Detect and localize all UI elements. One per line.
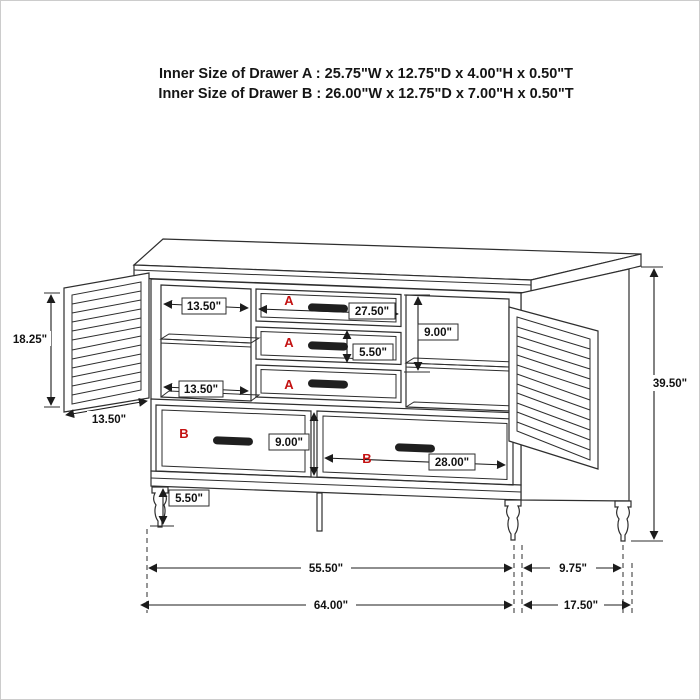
drawer-a2-handle (308, 341, 348, 351)
dim-left-shelf-top: 13.50" (163, 297, 249, 315)
left-shelf-front (160, 338, 252, 348)
dim-drawer-a-spacing: 5.50" (342, 330, 394, 363)
dim-label-left-shelf-bottom: 13.50" (184, 384, 218, 396)
drawer-b2-letter: B (362, 451, 371, 466)
top-molding-line (133, 269, 532, 286)
dim-drawer-b-height: 9.00" (268, 412, 319, 476)
drawer-letters: A A A B B (179, 293, 371, 466)
right-door-panel (508, 306, 599, 470)
rear-right-leg (614, 500, 632, 542)
dim-label-drawer-b-height: 9.00" (275, 437, 303, 449)
right-louvered-door (508, 306, 599, 470)
drawer-a3-handle (308, 379, 348, 389)
left-louvered-door (63, 272, 150, 413)
dim-overall-width: 64.00" (140, 597, 513, 613)
dim-label-upper-drawers-height: 9.00" (424, 327, 452, 339)
dim-door-width: 13.50" (65, 397, 148, 426)
left-door-louvers (71, 290, 142, 396)
right-door-louvers (516, 326, 591, 451)
center-support-leg (316, 492, 323, 532)
drawer-b2-handle (395, 443, 435, 453)
dim-drawer-a-width: 27.50" (258, 302, 399, 320)
dim-label-leg-height: 5.50" (175, 493, 203, 505)
dim-door-height: 18.25" (9, 292, 60, 408)
header-line-1: Inner Size of Drawer A : 25.75"W x 12.75… (159, 66, 573, 82)
drawer-a1-letter: A (284, 293, 294, 308)
base-molding-line (150, 477, 522, 493)
dim-label-door-width: 13.50" (92, 414, 126, 426)
dim-overall-depth: 17.50" (523, 597, 631, 613)
drawer-a3-letter: A (284, 377, 294, 392)
dim-label-drawer-b-width: 28.00" (435, 457, 469, 469)
drawer-a2-letter: A (284, 335, 294, 350)
front-left-leg (151, 486, 169, 528)
dim-overall-height: 39.50" (631, 266, 694, 542)
drawer-b1-handle (213, 436, 253, 446)
dimension-annotations: 13.50" 27.50" 9.00" 5.50" 13.50" (9, 266, 694, 613)
dim-label-door-height: 18.25" (13, 334, 47, 346)
dim-leg-height: 5.50" (150, 488, 210, 527)
dim-label-front-leg-span: 55.50" (309, 563, 343, 575)
dim-label-drawer-a-width: 27.50" (355, 306, 389, 318)
front-right-leg (504, 499, 522, 541)
dim-label-drawer-a-spacing: 5.50" (359, 347, 387, 359)
dim-drawer-b-width: 28.00" (324, 453, 506, 471)
dim-label-overall-depth: 17.50" (564, 600, 598, 612)
cabinet-line-art (63, 238, 642, 542)
base-top-line (150, 470, 522, 486)
dim-left-shelf-bottom: 13.50" (163, 380, 249, 398)
drawer-b1-letter: B (179, 426, 188, 441)
dim-label-overall-width: 64.00" (314, 600, 348, 612)
drawer-a3 (255, 364, 402, 404)
dim-upper-drawers-height: 9.00" (404, 294, 459, 373)
dim-label-overall-height: 39.50" (653, 378, 687, 390)
header-line-2: Inner Size of Drawer B : 26.00"W x 12.75… (158, 86, 573, 102)
dim-label-side-leg-span: 9.75" (559, 563, 587, 575)
dim-label-left-shelf-top: 13.50" (187, 301, 221, 313)
dim-front-leg-span: 55.50" (148, 560, 513, 576)
dim-side-leg-span: 9.75" (523, 560, 622, 576)
mid-rail (150, 398, 522, 414)
